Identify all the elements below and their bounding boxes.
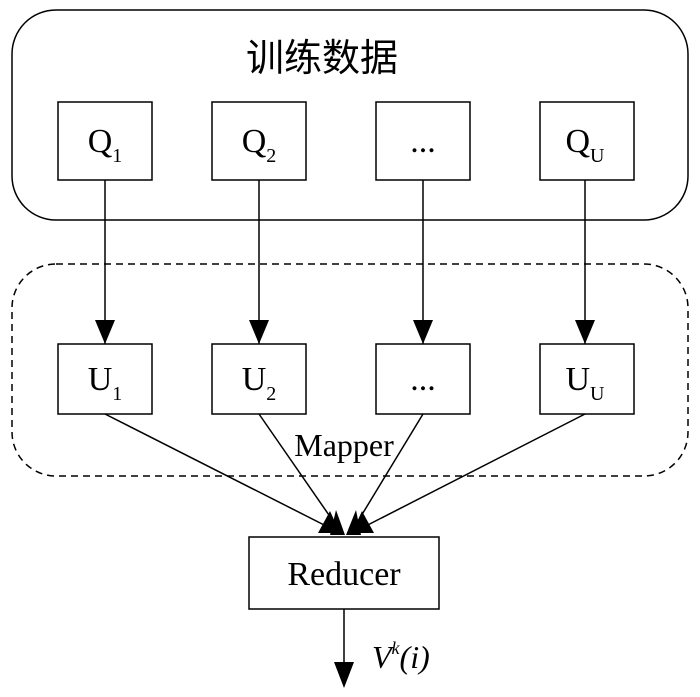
u-box-1-sub: 1 xyxy=(112,383,122,405)
q-box-u-main: Q xyxy=(565,123,590,160)
q-box-1-main: Q xyxy=(88,123,113,160)
output-arg: (i) xyxy=(400,639,430,675)
training-data-title: 训练数据 xyxy=(246,36,398,80)
reducer-box: Reducer xyxy=(248,536,440,610)
q-box-ellipsis: ... xyxy=(375,101,471,181)
svg-text:UU: UU xyxy=(565,361,605,405)
u-box-u-sub: U xyxy=(590,383,605,405)
svg-text:QU: QU xyxy=(565,123,605,167)
reducer-label: Reducer xyxy=(287,556,401,593)
u-box-u-main: U xyxy=(565,361,590,398)
output-arrowhead xyxy=(334,662,354,688)
arrowhead-u2 xyxy=(249,320,269,344)
svg-text:Q2: Q2 xyxy=(242,123,277,167)
mapper-label: Mapper xyxy=(294,427,394,463)
output-sup: k xyxy=(392,638,401,658)
arrowhead-reducer-2 xyxy=(330,510,345,535)
q-box-2-main: Q xyxy=(242,123,267,160)
output-label: Vk(i) xyxy=(372,638,430,675)
q-box-ellipsis-text: ... xyxy=(410,123,436,160)
u-box-u: UU xyxy=(539,343,635,415)
svg-text:U1: U1 xyxy=(88,361,123,405)
u-box-ellipsis: ... xyxy=(375,343,471,415)
u-box-2: U2 xyxy=(211,343,307,415)
q-box-2: Q2 xyxy=(211,101,307,181)
u-box-ellipsis-text: ... xyxy=(410,361,436,398)
line-ue-reducer xyxy=(351,413,424,532)
training-data-container xyxy=(11,9,689,221)
svg-text:Q1: Q1 xyxy=(88,123,123,167)
q-box-2-sub: 2 xyxy=(266,145,276,167)
svg-text:U2: U2 xyxy=(242,361,277,405)
arrowhead-ue xyxy=(413,320,433,344)
mapper-container xyxy=(11,263,689,477)
q-box-1-sub: 1 xyxy=(112,145,122,167)
line-u2-reducer xyxy=(258,413,341,532)
u-box-2-sub: 2 xyxy=(266,383,276,405)
line-uu-reducer xyxy=(355,413,586,532)
q-box-1: Q1 xyxy=(57,101,153,181)
u-box-1-main: U xyxy=(88,361,113,398)
q-box-u: QU xyxy=(539,101,635,181)
output-var: V xyxy=(372,639,395,675)
u-box-2-main: U xyxy=(242,361,267,398)
arrowhead-u1 xyxy=(95,320,115,344)
arrowhead-reducer-4 xyxy=(352,511,374,533)
line-u1-reducer xyxy=(104,413,337,532)
q-box-u-sub: U xyxy=(590,145,605,167)
arrowhead-uu xyxy=(575,320,595,344)
u-box-1: U1 xyxy=(57,343,153,415)
